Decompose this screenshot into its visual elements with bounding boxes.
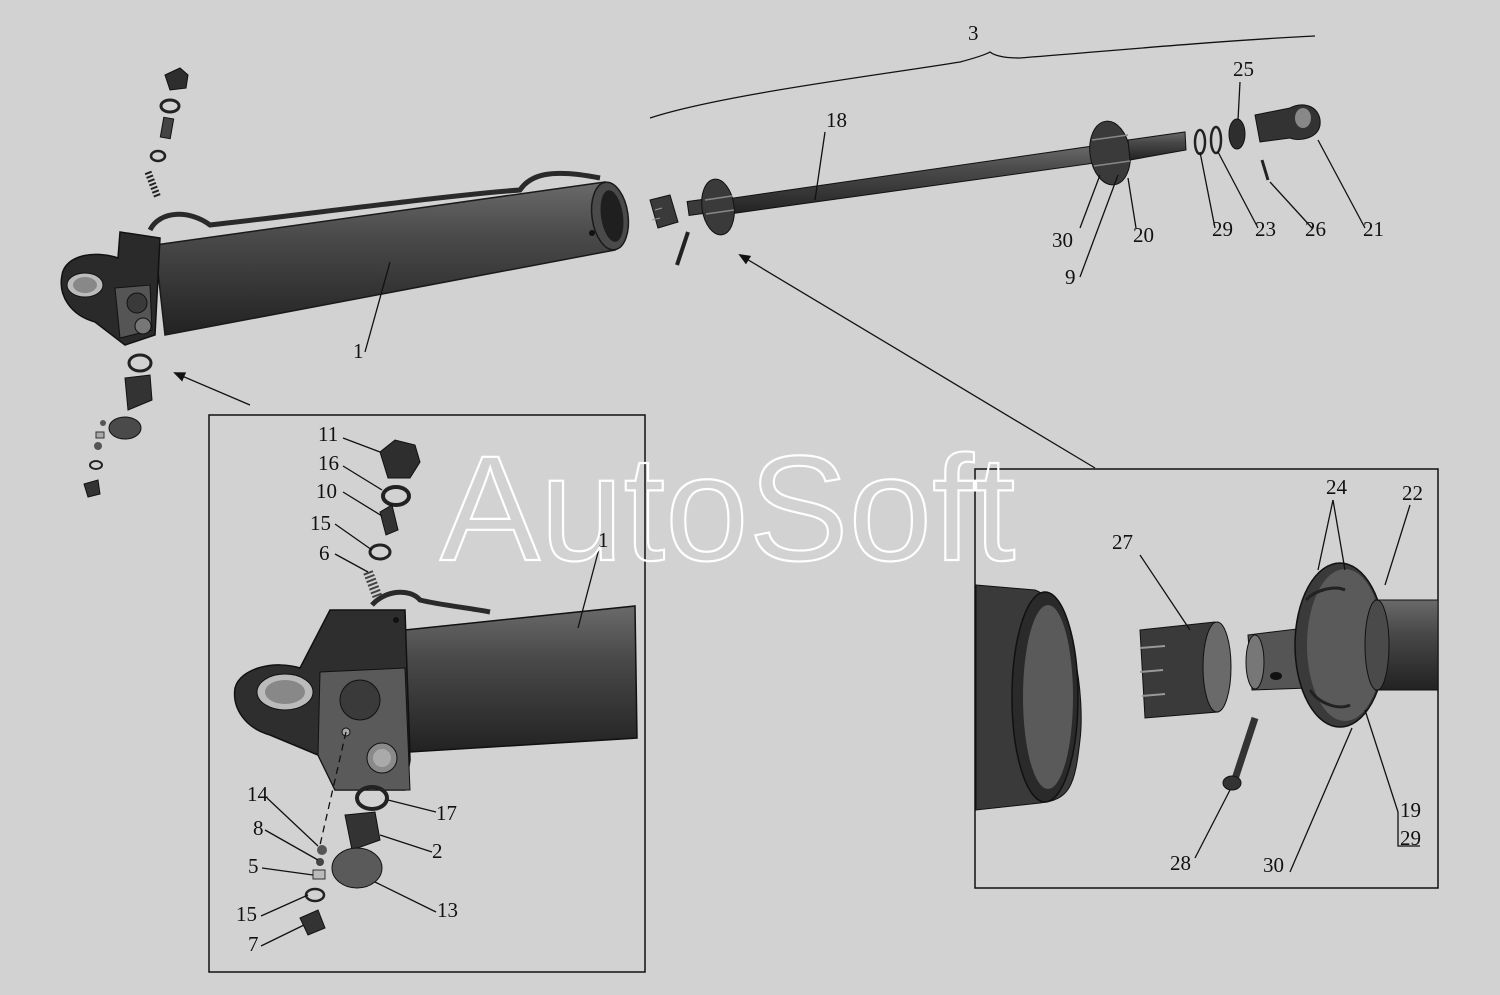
callout: 17: [436, 801, 457, 825]
callout: 21: [1363, 217, 1384, 241]
callout: 22: [1402, 481, 1423, 505]
callout: 6: [319, 541, 330, 565]
callouts-right-inset: 27 24 22 19 29 28 30: [1112, 475, 1423, 877]
callout: 11: [318, 422, 338, 446]
callout: 24: [1326, 475, 1348, 499]
rod-end-parts: [1193, 104, 1321, 181]
callout: 20: [1133, 223, 1154, 247]
rod-nut: [649, 194, 690, 266]
callout: 9: [1065, 265, 1076, 289]
watermark: AutoSoft: [440, 424, 1015, 592]
lower-valve-stack: [83, 353, 153, 498]
callout: 30: [1263, 853, 1284, 877]
callout: 30: [1052, 228, 1073, 252]
callouts-main: 3 25 18 1 30 20 9 29 23 26 21: [353, 21, 1384, 363]
callout: 29: [1212, 217, 1233, 241]
callout: 23: [1255, 217, 1276, 241]
callout: 15: [236, 902, 257, 926]
hydraulic-pipe: [147, 170, 601, 232]
callout: 18: [826, 108, 847, 132]
callout: 16: [318, 451, 339, 475]
callout: 25: [1233, 57, 1254, 81]
callout: 27: [1112, 530, 1133, 554]
callout: 13: [437, 898, 458, 922]
right-inset: [974, 468, 1439, 889]
callout: 1: [598, 528, 609, 552]
rod-group-brace: [649, 35, 1316, 119]
upper-valve-stack: [144, 67, 189, 200]
callout: 19: [1400, 798, 1421, 822]
callout: 1: [353, 339, 364, 363]
left-inset: [208, 414, 646, 973]
callout: 5: [248, 854, 259, 878]
callout: 28: [1170, 851, 1191, 875]
callout: 26: [1305, 217, 1326, 241]
callouts-left-inset: 11 16 10 15 6 1 14 8 5 15 7 17 2 13: [236, 422, 609, 956]
callout: 14: [247, 782, 269, 806]
piston-rod: [686, 120, 1187, 236]
cylinder-body: [154, 181, 630, 336]
main-assembly: [60, 35, 1366, 498]
callout: 8: [253, 816, 264, 840]
callout: 3: [968, 21, 979, 45]
callout: 29: [1400, 826, 1421, 850]
cylinder-head: [60, 231, 161, 346]
callout: 10: [316, 479, 337, 503]
callout: 15: [310, 511, 331, 535]
callout: 2: [432, 839, 443, 863]
callout: 7: [248, 932, 259, 956]
